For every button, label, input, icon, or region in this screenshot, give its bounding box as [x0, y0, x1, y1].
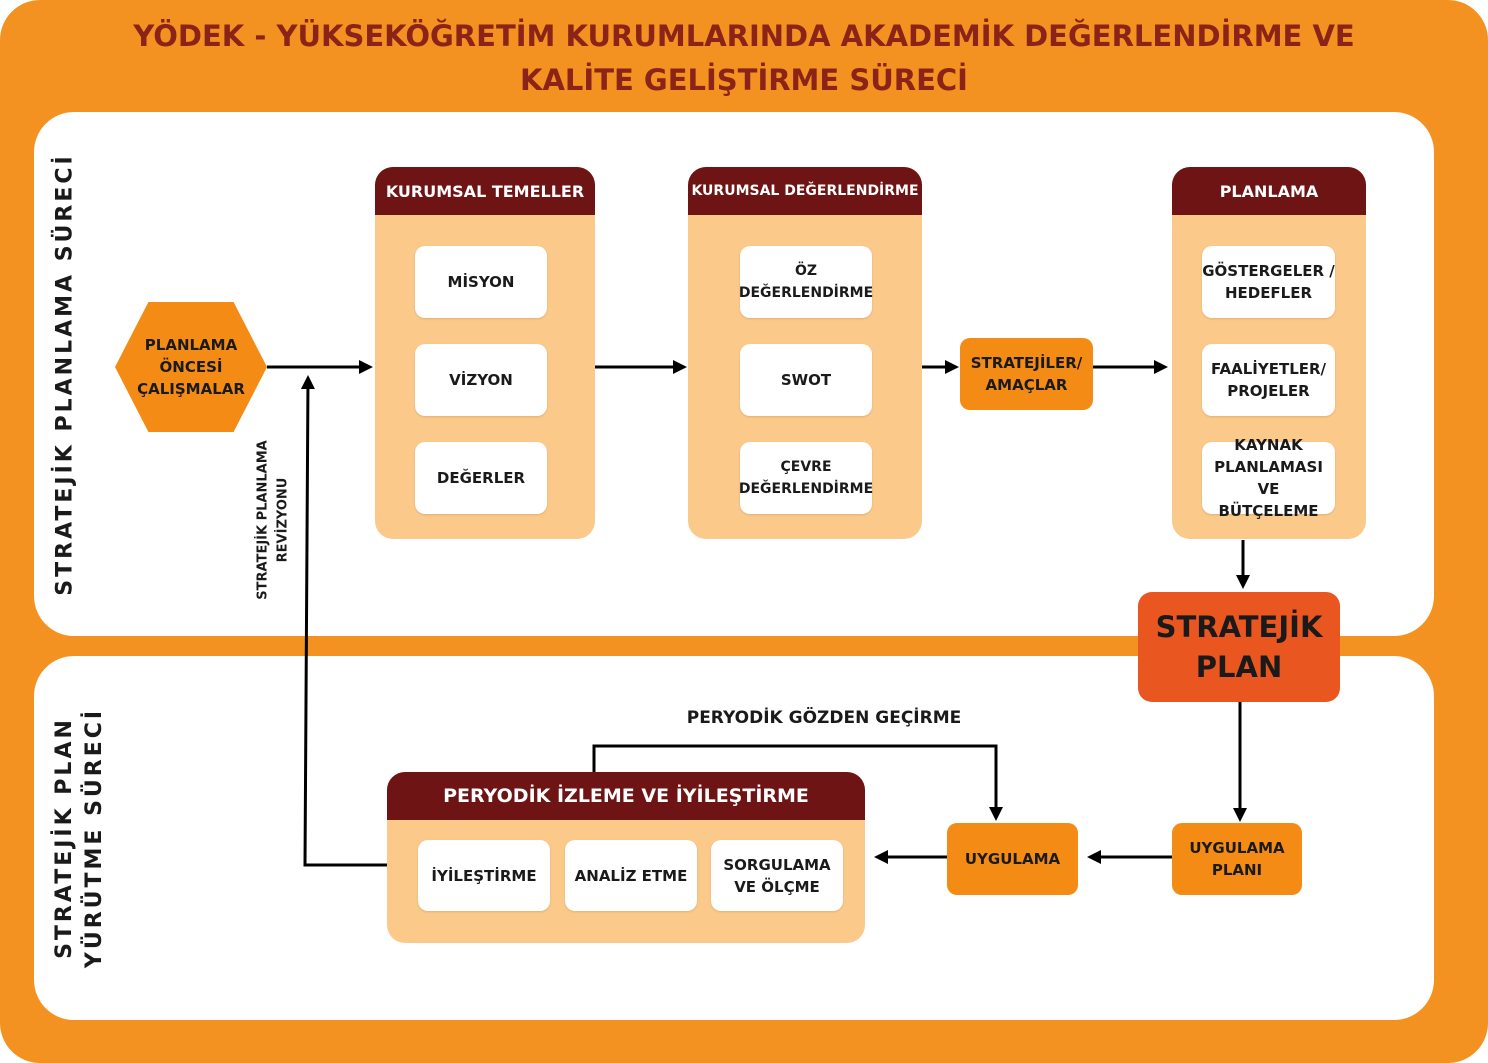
- analiz-etme-box: ANALİZ ETME: [565, 840, 697, 911]
- gostergeler-hedefler-box: GÖSTERGELER / HEDEFLER: [1202, 246, 1335, 318]
- pre-planning-label: PLANLAMA ÖNCESİ ÇALIŞMALAR: [137, 336, 245, 398]
- periodic-review-label: PERYODİK GÖZDEN GEÇİRME: [686, 708, 962, 728]
- arrow-periodic-review-loop: [592, 744, 1003, 821]
- kurumsal-temeller-title: KURUMSAL TEMELLER: [375, 167, 595, 215]
- arrow-revizyon-loop: [300, 375, 387, 867]
- page-title: YÖDEK - YÜKSEKÖĞRETİM KURUMLARINDA AKADE…: [133, 19, 1355, 97]
- pre-planning-hexagon: PLANLAMA ÖNCESİ ÇALIŞMALAR: [115, 302, 267, 432]
- iyilestirme-box: İYİLEŞTİRME: [418, 840, 550, 911]
- uygulama-box: UYGULAMA: [947, 823, 1078, 895]
- sorgulama-olcme-box: SORGULAMA VE ÖLÇME: [711, 840, 843, 911]
- periyodik-izleme-title: PERYODİK İZLEME VE İYİLEŞTİRME: [387, 772, 865, 820]
- vizyon-box: VİZYON: [415, 344, 547, 416]
- uygulama-plani-box: UYGULAMA PLANI: [1172, 823, 1302, 895]
- planlama-title: PLANLAMA: [1172, 167, 1366, 215]
- stratejiler-amaclar-box: STRATEJİLER/ AMAÇLAR: [960, 338, 1093, 410]
- cevre-degerlendirme-box: ÇEVRE DEĞERLENDİRME: [739, 442, 873, 514]
- stratejik-plan-box: STRATEJİK PLAN: [1138, 592, 1340, 702]
- kurumsal-degerlendirme-title: KURUMSAL DEĞERLENDİRME: [688, 167, 922, 215]
- misyon-box: MİSYON: [415, 246, 547, 318]
- degerler-box: DEĞERLER: [415, 442, 547, 514]
- oz-degerlendirme-box: ÖZ DEĞERLENDİRME: [739, 246, 873, 318]
- faaliyetler-projeler-box: FAALİYETLER/ PROJELER: [1202, 344, 1335, 416]
- swot-box: SWOT: [740, 344, 872, 416]
